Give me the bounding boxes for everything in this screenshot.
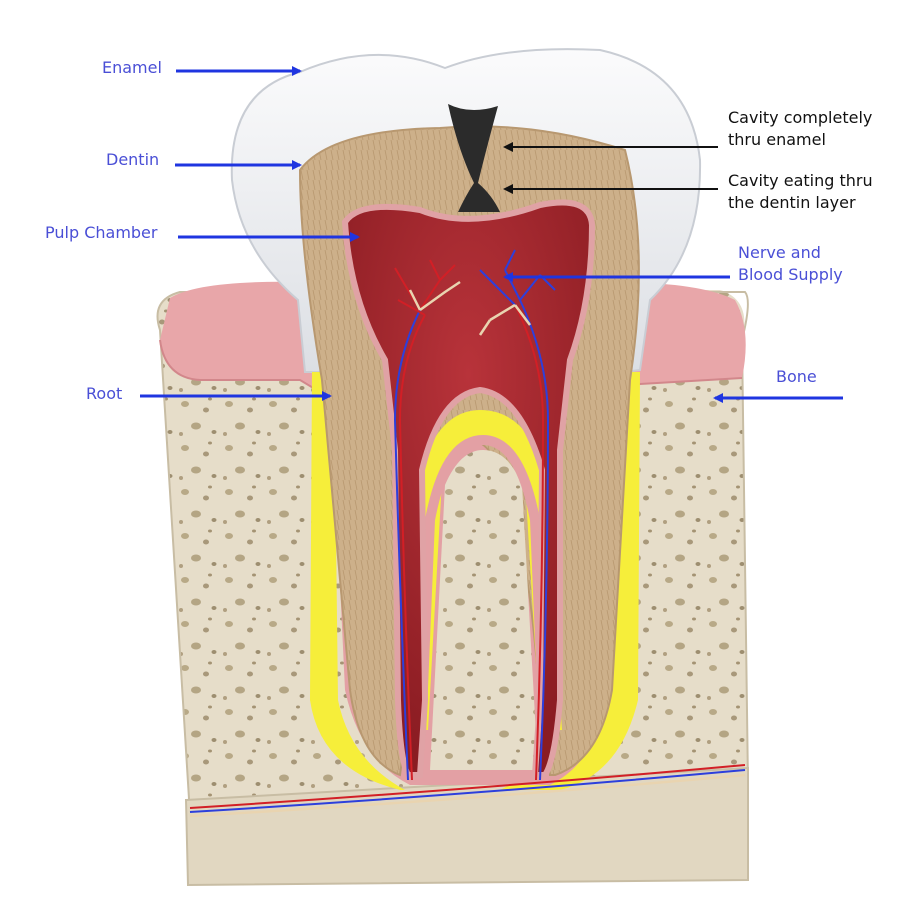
nerve-blood-vessels [189, 249, 746, 818]
enamel-layer [230, 48, 702, 374]
label-bone: Bone [776, 367, 817, 386]
label-nerve-blood-supply: Nerve and Blood Supply [738, 243, 843, 284]
inter-root-bone [430, 450, 538, 770]
label-cavity-thru-dentin: Cavity eating thru the dentin layer [728, 171, 873, 212]
label-cavity-thru-enamel: Cavity completely thru enamel [728, 108, 873, 149]
label-dentin: Dentin [106, 150, 160, 169]
root-cementum-outer [310, 372, 640, 790]
label-root: Root [86, 384, 123, 403]
cavity-decay [448, 104, 500, 212]
label-enamel: Enamel [102, 58, 162, 77]
label-pulp-chamber: Pulp Chamber [45, 223, 158, 242]
